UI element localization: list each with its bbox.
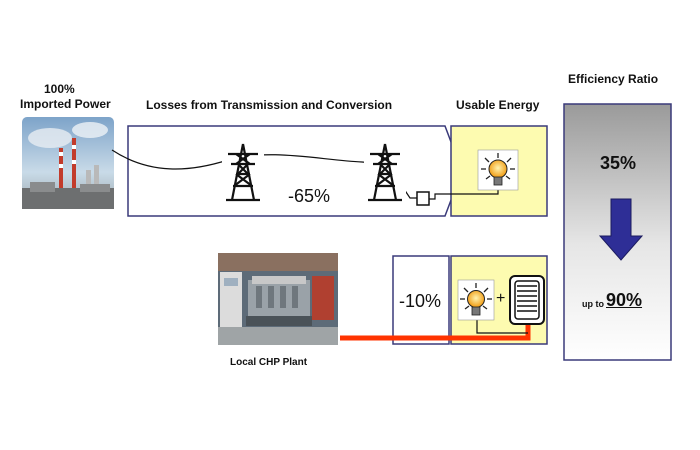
chp-plant-label: Local CHP Plant — [230, 357, 308, 368]
radiator-icon — [509, 275, 545, 325]
bulb-icon — [457, 279, 495, 321]
source-percent: 100% — [44, 82, 75, 96]
power-plant-image — [22, 117, 114, 209]
efficiency-ratio-title: Efficiency Ratio — [568, 72, 659, 86]
chp-plus-sign: + — [496, 290, 506, 307]
chp-engine-image — [218, 253, 338, 345]
pylon-icon — [364, 140, 406, 202]
efficiency-after-prefix: up to — [582, 299, 604, 309]
efficiency-after-value: 90% — [606, 290, 643, 310]
source-label: Imported Power — [20, 97, 111, 111]
efficiency-before-value: 35% — [600, 153, 637, 173]
chp-loss-value: -10% — [399, 291, 442, 311]
bulb-icon — [477, 149, 519, 191]
converter-box — [416, 191, 430, 206]
usable-energy-label: Usable Energy — [456, 98, 540, 112]
chp-output-line — [340, 324, 531, 341]
pylon-icon — [222, 140, 264, 202]
transmission-loss-value: -65% — [288, 186, 331, 206]
down-arrow-icon — [598, 198, 644, 261]
chp-wire — [476, 320, 528, 334]
transmission-label: Losses from Transmission and Conversion — [146, 98, 393, 112]
wire-to-bulb — [429, 184, 499, 200]
chp-loss-box — [392, 255, 450, 345]
